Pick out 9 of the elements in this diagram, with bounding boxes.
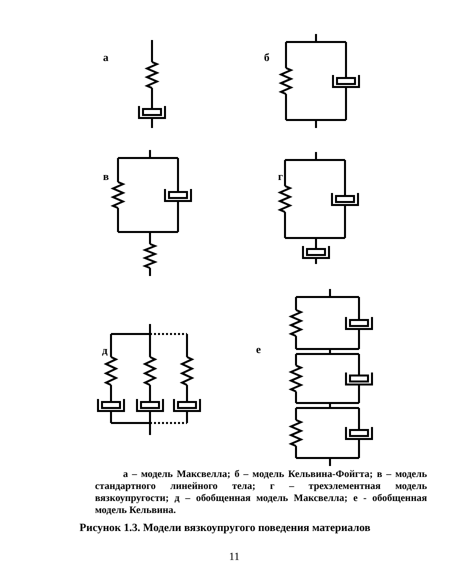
panel-letter: б [264,52,270,65]
figure-caption: Рисунок 1.3. Модели вязкоупругого поведения материалов [78,522,372,535]
page-number: 11 [229,551,240,564]
panel-letter: е [256,344,261,357]
panel-letter: а [103,52,108,65]
legend-paragraph: а – модель Максвелла; б – модель Кельвина-Фойгта; в – модель стандартного линейного тела; г – трехэлементная модель вязкоупругости; д – обобщенная модель Максвелла; е - обобщенная модель Кельвина. [95,469,427,517]
panel-letter: г [278,171,283,184]
panel-letter: в [103,171,109,184]
panel-letter: д [102,345,108,358]
